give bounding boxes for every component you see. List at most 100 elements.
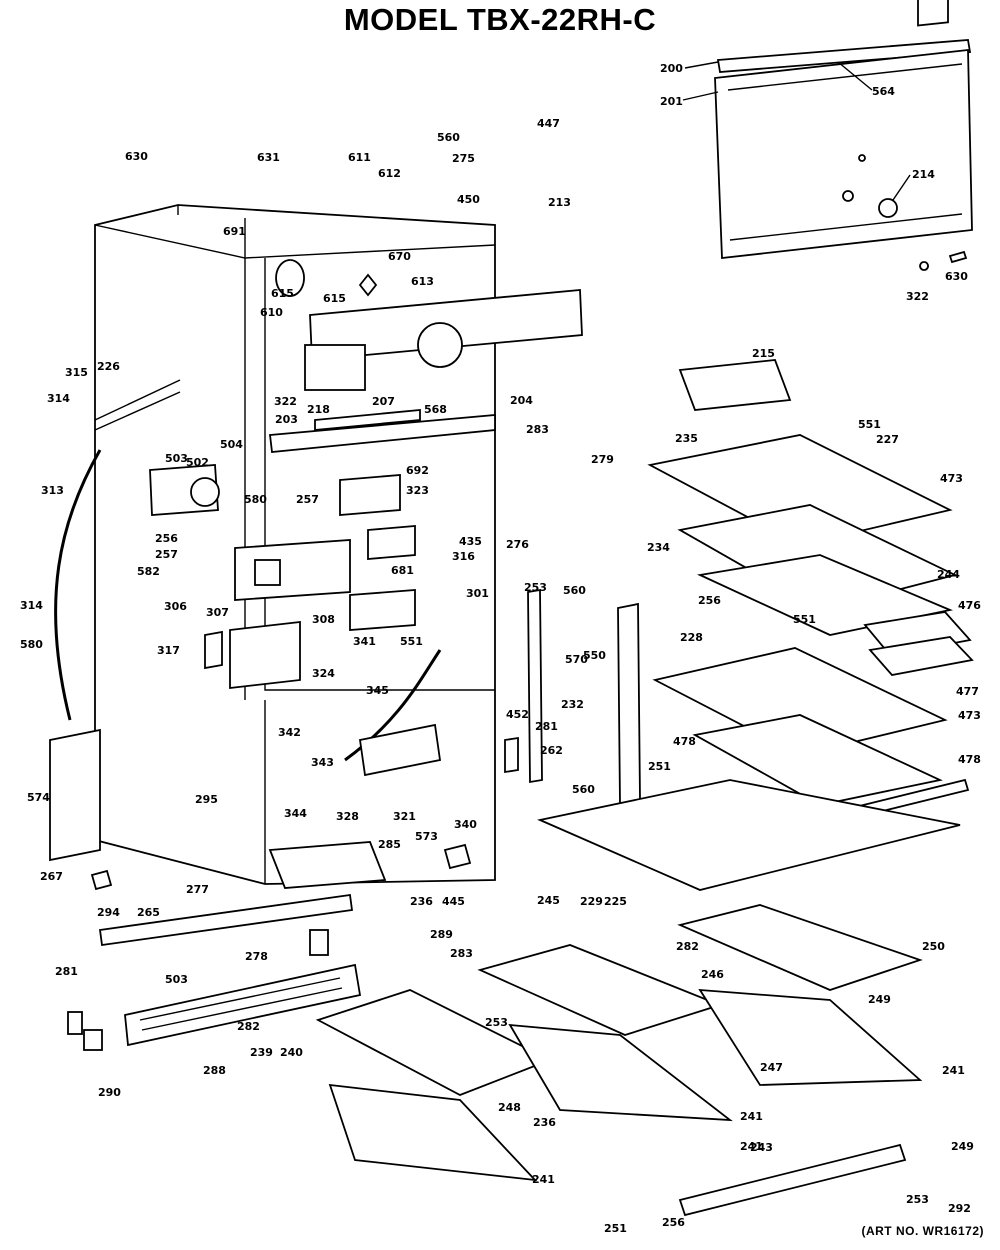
- label: 681: [391, 564, 414, 577]
- label: 275: [452, 152, 475, 165]
- label: 476: [958, 599, 981, 612]
- label: 244: [937, 568, 960, 581]
- label: 267: [40, 870, 63, 883]
- label: 503: [165, 973, 188, 986]
- label: 207: [372, 395, 395, 408]
- label: 343: [311, 756, 334, 769]
- label: 256: [698, 594, 721, 607]
- crisper-drawers: [315, 904, 923, 1217]
- label: 478: [673, 735, 696, 748]
- label: 314: [20, 599, 43, 612]
- label: 630: [125, 150, 148, 163]
- label: 324: [312, 667, 335, 680]
- label: 243: [750, 1141, 773, 1154]
- label: 313: [41, 484, 64, 497]
- label: 308: [312, 613, 335, 626]
- label: 317: [157, 644, 180, 657]
- label: 251: [648, 760, 671, 773]
- label: 225: [604, 895, 627, 908]
- label: 447: [537, 117, 560, 130]
- label: 615: [271, 287, 294, 300]
- label: 253: [524, 581, 547, 594]
- label: 251: [604, 1222, 627, 1235]
- temperature-control-housing: [149, 464, 416, 690]
- label: 691: [223, 225, 246, 238]
- label: 250: [922, 940, 945, 953]
- label: 502: [186, 456, 209, 469]
- label: 473: [940, 472, 963, 485]
- label: 279: [591, 453, 614, 466]
- label: 283: [526, 423, 549, 436]
- label: 321: [393, 810, 416, 823]
- label: 282: [237, 1020, 260, 1033]
- label: 257: [155, 548, 178, 561]
- label: 560: [563, 584, 586, 597]
- part-labels: 200 564 201 214 630 322 447 560 275 213 …: [20, 61, 981, 1235]
- label: 560: [437, 131, 460, 144]
- label: 282: [676, 940, 699, 953]
- label: 241: [740, 1140, 763, 1153]
- label: 503: [165, 452, 188, 465]
- label: 301: [466, 587, 489, 600]
- label: 340: [454, 818, 477, 831]
- label: 477: [956, 685, 979, 698]
- label: 256: [662, 1216, 685, 1229]
- label: 445: [442, 895, 465, 908]
- label: 201: [660, 95, 683, 108]
- label: 241: [532, 1173, 555, 1186]
- label: 306: [164, 600, 187, 613]
- label: 246: [701, 968, 724, 981]
- label: 294: [97, 906, 120, 919]
- label: 257: [296, 493, 319, 506]
- label: 292: [948, 1202, 971, 1215]
- label: 256: [155, 532, 178, 545]
- label: 204: [510, 394, 533, 407]
- label: 218: [307, 403, 330, 416]
- label: 574: [27, 791, 50, 804]
- label: 328: [336, 810, 359, 823]
- label: 568: [424, 403, 447, 416]
- label: 241: [740, 1110, 763, 1123]
- label: 582: [137, 565, 160, 578]
- label: 322: [906, 290, 929, 303]
- label: 551: [400, 635, 423, 648]
- label: 295: [195, 793, 218, 806]
- label: 344: [284, 807, 307, 820]
- label: 630: [945, 270, 968, 283]
- label: 670: [388, 250, 411, 263]
- label: 314: [47, 392, 70, 405]
- label: 322: [274, 395, 297, 408]
- label: 241: [942, 1064, 965, 1077]
- label: 200: [660, 62, 683, 75]
- label: 478: [958, 753, 981, 766]
- label: 249: [868, 993, 891, 1006]
- label: 236: [533, 1116, 556, 1129]
- label: 550: [583, 649, 606, 662]
- label: 285: [378, 838, 401, 851]
- label: 262: [540, 744, 563, 757]
- label: 290: [98, 1086, 121, 1099]
- label: 226: [97, 360, 120, 373]
- label: 504: [220, 438, 243, 451]
- label: 551: [858, 418, 881, 431]
- label: 253: [485, 1016, 508, 1029]
- label: 281: [55, 965, 78, 978]
- label: 580: [244, 493, 267, 506]
- art-number: (ART NO. WR16172): [861, 1224, 984, 1238]
- label: 265: [137, 906, 160, 919]
- label: 452: [506, 708, 529, 721]
- label: 240: [280, 1046, 303, 1059]
- label: 234: [647, 541, 670, 554]
- label: 345: [366, 684, 389, 697]
- label: 570: [565, 653, 588, 666]
- label: 450: [457, 193, 480, 206]
- label: 307: [206, 606, 229, 619]
- label: 341: [353, 635, 376, 648]
- shelf-ladder: [504, 588, 641, 806]
- label: 551: [793, 613, 816, 626]
- label: 236: [410, 895, 433, 908]
- tubing: [54, 449, 442, 777]
- label: 573: [415, 830, 438, 843]
- label: 249: [951, 1140, 974, 1153]
